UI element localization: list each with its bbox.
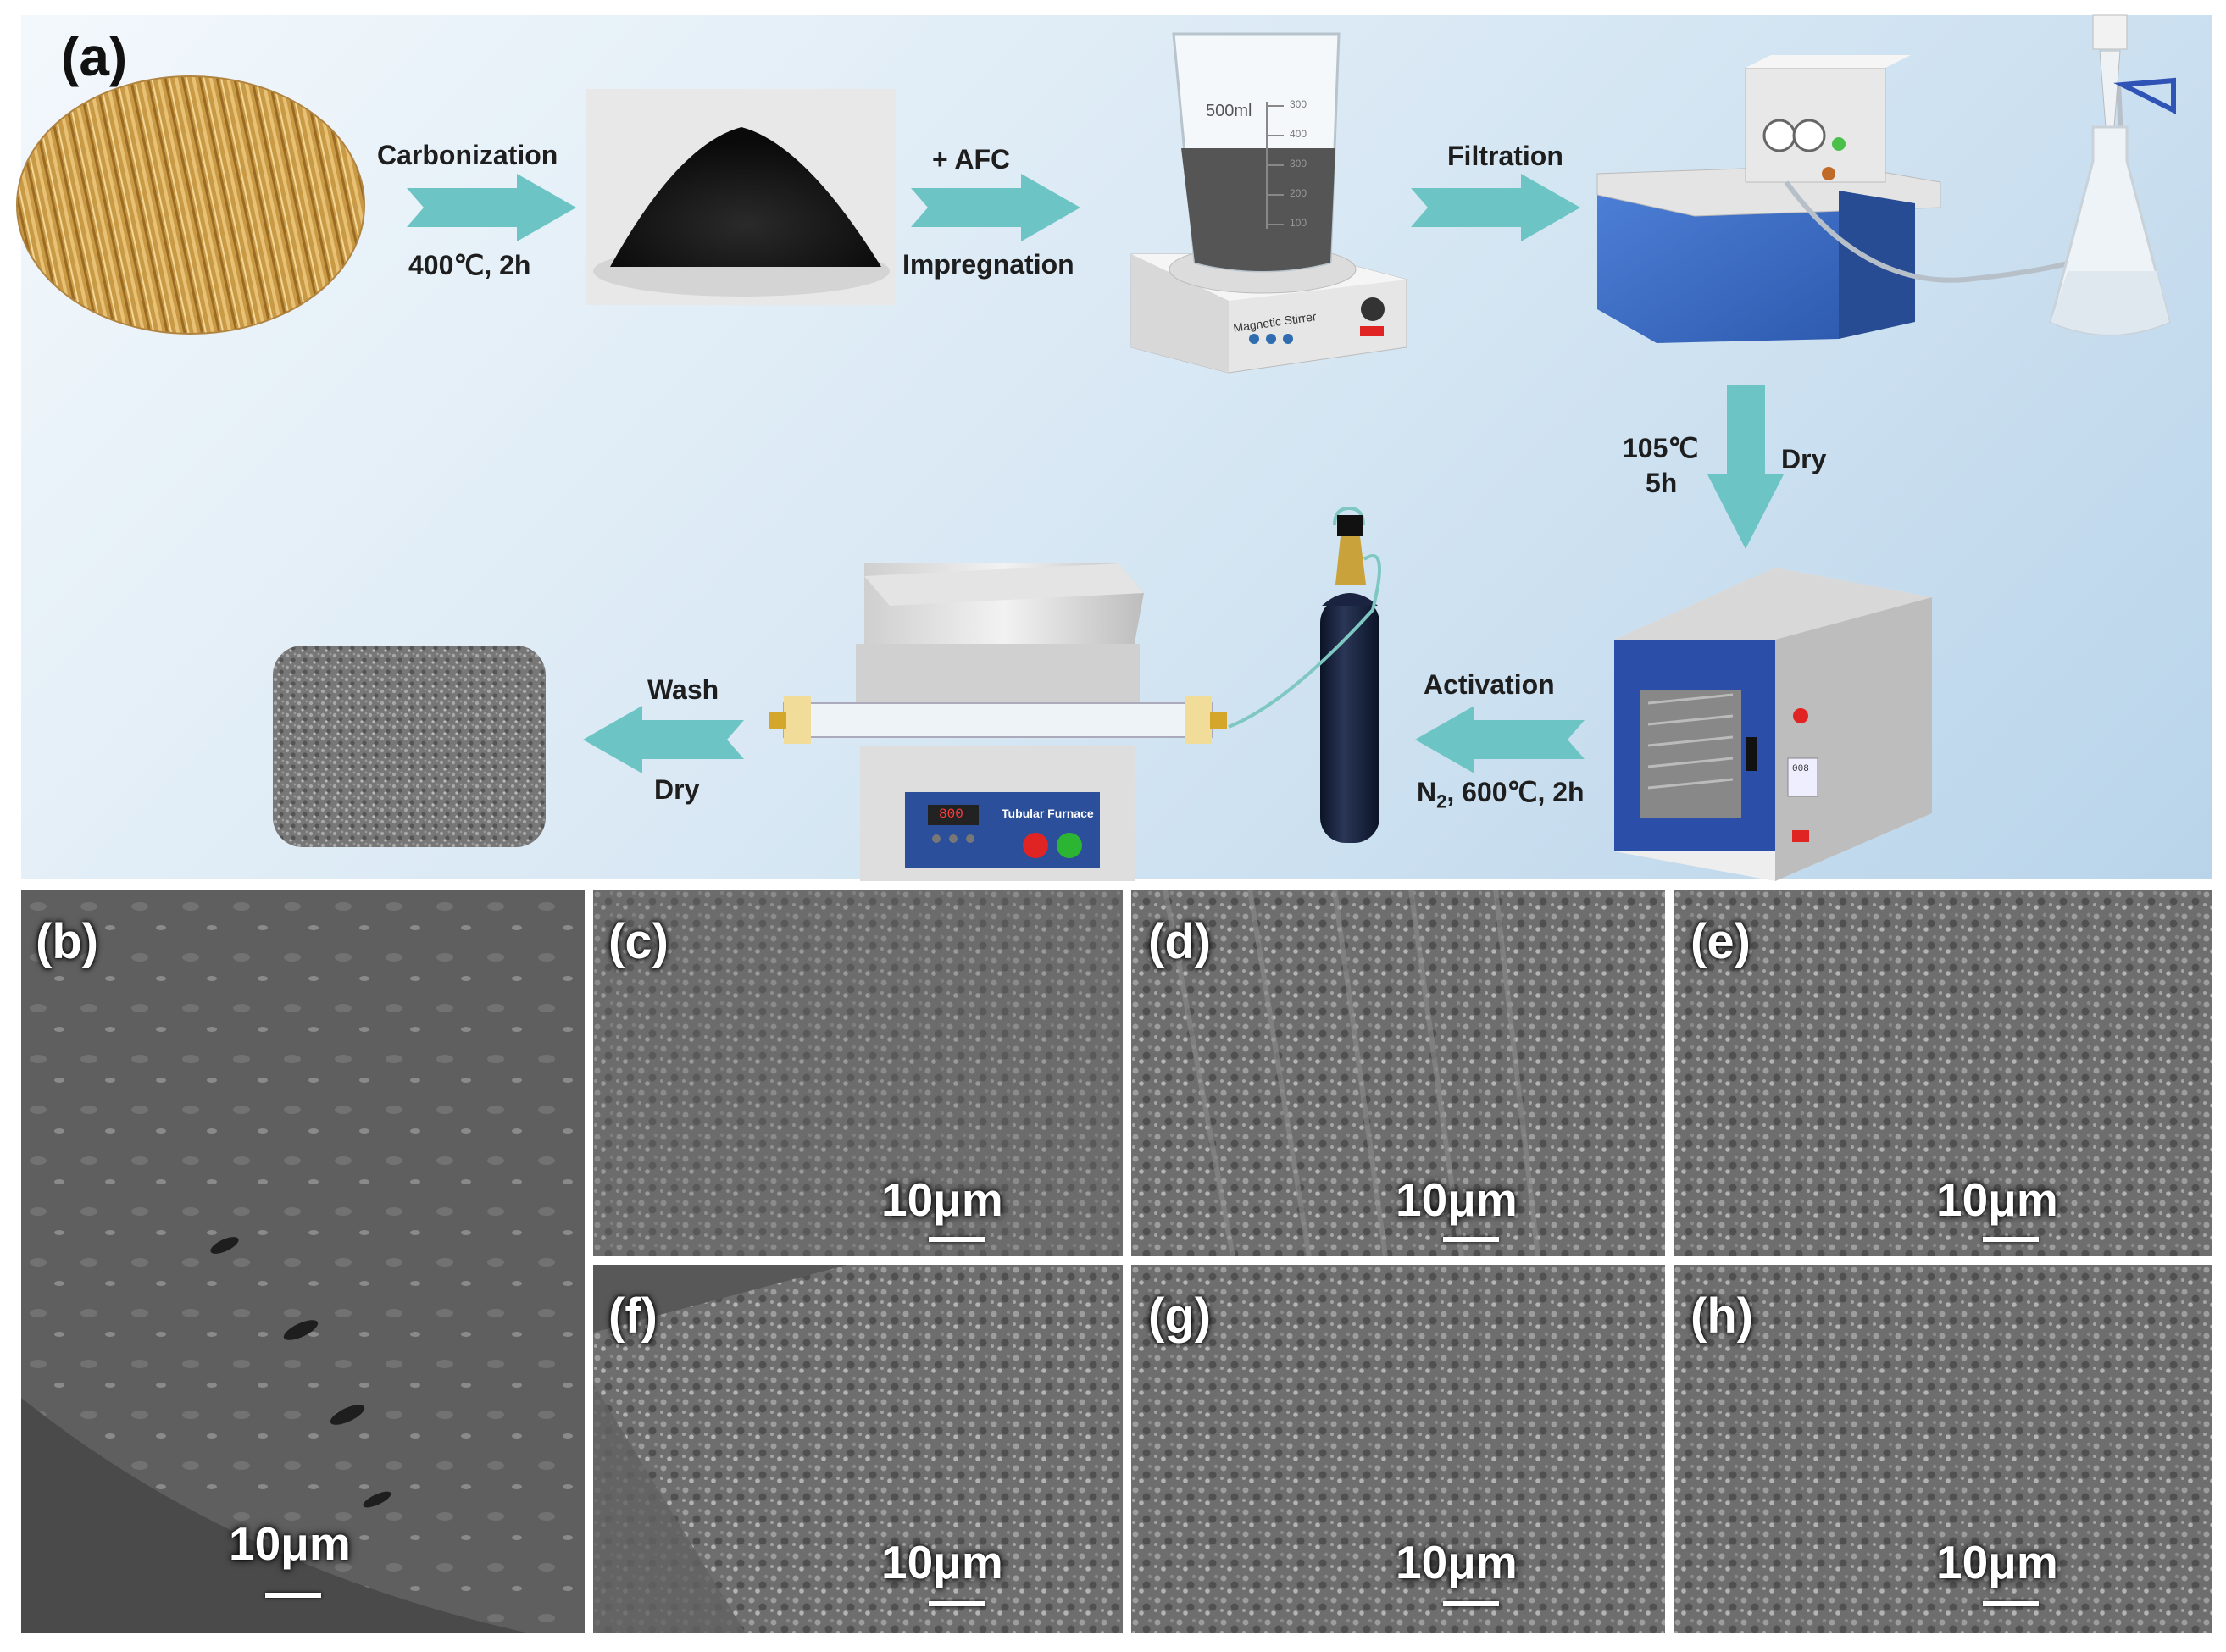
arrow-impregnation [911, 174, 1080, 241]
label-dry: Dry [1781, 444, 1827, 474]
vacuum-pump [1596, 55, 2123, 343]
panel-letter-c: (c) [608, 914, 669, 969]
panel-letter-h: (h) [1690, 1289, 1754, 1344]
furnace-display: 800 [939, 807, 963, 822]
scale-bar-label-g: 10μm [1396, 1536, 1518, 1588]
scale-bar-label-d: 10μm [1396, 1173, 1518, 1226]
beaker [1172, 32, 1341, 273]
sem-panel-b [21, 890, 585, 1633]
beaker-volume-label: 500ml [1206, 102, 1252, 120]
scale-bar-label-e: 10μm [1936, 1173, 2058, 1226]
nitrogen-cylinder [1228, 506, 1381, 843]
scale-bar-g [1443, 1601, 1499, 1606]
scale-bar-e [1983, 1237, 2039, 1242]
panel-letter-f: (f) [608, 1289, 658, 1344]
scale-bar-h [1983, 1601, 2039, 1606]
scale-bar-b [265, 1593, 321, 1598]
label-wash: Wash [647, 674, 719, 705]
sem-panel-h [1674, 1265, 2212, 1633]
label-carbonization-conditions: 400℃, 2h [408, 250, 531, 280]
arrow-wash [583, 706, 744, 773]
scale-bar-label-b: 10μm [229, 1517, 351, 1570]
label-filtration: Filtration [1447, 141, 1563, 171]
panel-letter-b: (b) [36, 914, 99, 969]
straw-image [16, 75, 365, 335]
label-impregnation: Impregnation [902, 249, 1074, 280]
sem-panel-d [1131, 890, 1665, 1256]
panel-letter-d: (d) [1148, 914, 1212, 969]
activation-sub: 2 [1436, 790, 1447, 812]
process-schematic [16, 14, 2176, 881]
arrow-carbonization [407, 174, 576, 241]
scale-bar-label-h: 10μm [1936, 1536, 2058, 1588]
label-dry-temp: 105℃ [1623, 433, 1699, 463]
drying-oven [1614, 568, 1932, 881]
beaker-tick-label: 300 [1290, 158, 1307, 169]
beaker-tick-label: 300 [1290, 98, 1307, 110]
oven-display: 008 [1792, 764, 1809, 774]
panel-letter-e: (e) [1690, 914, 1751, 969]
sem-panel-g [1131, 1265, 1665, 1633]
beaker-tick-label: 200 [1290, 187, 1307, 199]
arrow-activation [1415, 706, 1585, 773]
sem-panel-f [593, 1265, 1123, 1633]
scale-bar-label-f: 10μm [881, 1536, 1003, 1588]
tube-furnace [769, 563, 1227, 881]
label-activation-conditions: N2, 600℃, 2h [1417, 776, 1585, 812]
label-carbonization: Carbonization [377, 140, 558, 170]
beaker-tick-label: 400 [1290, 128, 1307, 140]
suction-flask [2049, 14, 2176, 336]
label-afc: + AFC [932, 144, 1011, 175]
label-activation: Activation [1424, 669, 1555, 700]
activation-rest: , 600℃, 2h [1446, 777, 1585, 807]
scale-bar-c [929, 1237, 985, 1242]
label-dry-2: Dry [654, 774, 700, 805]
label-dry-time: 5h [1646, 468, 1678, 498]
panel-letter-a: (a) [61, 26, 128, 87]
furnace-label: Tubular Furnace [1002, 807, 1094, 820]
sem-panel-c [593, 890, 1123, 1256]
panel-letter-g: (g) [1148, 1289, 1212, 1344]
beaker-tick-label: 100 [1290, 217, 1307, 229]
scale-bar-d [1443, 1237, 1499, 1242]
final-product-image [273, 646, 546, 847]
arrow-dry [1707, 385, 1784, 549]
arrow-filtration [1411, 174, 1580, 241]
sem-panel-e [1674, 890, 2212, 1256]
scale-bar-label-c: 10μm [881, 1173, 1003, 1226]
activation-n: N [1417, 777, 1437, 807]
scale-bar-f [929, 1601, 985, 1606]
